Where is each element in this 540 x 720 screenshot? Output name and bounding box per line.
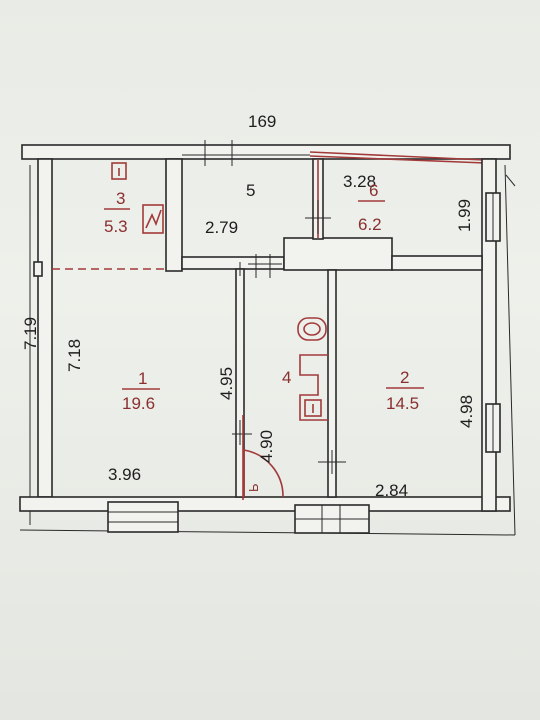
room4-number: 4: [282, 368, 291, 387]
room1-width-label: 3.96: [108, 465, 141, 484]
room1-area: 19.6: [122, 394, 155, 413]
room1-number: 1: [138, 369, 147, 388]
door-swing-icon: [243, 449, 284, 498]
right-wall: [481, 158, 516, 536]
corridor-height-label: 4.95: [217, 367, 236, 400]
room6-area: 6.2: [358, 215, 382, 234]
bottom-wall: [19, 496, 516, 536]
room1-height-label: 7.18: [65, 339, 84, 372]
top-width-label: 169: [248, 112, 276, 131]
sink-icon: [111, 162, 127, 180]
door-label: Ь: [246, 483, 261, 492]
room3-area: 5.3: [104, 217, 128, 236]
stove-icon: [142, 204, 164, 234]
room2-number: 2: [400, 368, 409, 387]
bath-height-label: 4.90: [257, 430, 276, 463]
room6-height-label: 1.99: [455, 199, 474, 232]
room2-height-label: 4.98: [457, 395, 476, 428]
room2-width-label: 2.84: [375, 481, 408, 500]
room5-width-label: 2.79: [205, 218, 238, 237]
room2-area: 14.5: [386, 394, 419, 413]
top-wall: [21, 144, 511, 164]
room5-number: 5: [246, 181, 255, 200]
interior-walls: [52, 154, 483, 498]
room6-width-label: 3.28: [343, 172, 376, 191]
window-right-top: [485, 192, 501, 242]
window-bottom-left: [107, 501, 179, 533]
window-bottom-right: [294, 504, 370, 534]
room3-number: 3: [116, 189, 125, 208]
outer-height-label: 7.19: [21, 317, 40, 350]
bathroom-partition: [299, 354, 328, 421]
window-right-bottom: [485, 403, 501, 453]
tick-marks: [204, 140, 346, 474]
toilet-icon: [297, 317, 327, 341]
room6-number: 6: [369, 181, 378, 200]
left-wall: [29, 158, 53, 525]
shower-icon: [304, 399, 322, 417]
